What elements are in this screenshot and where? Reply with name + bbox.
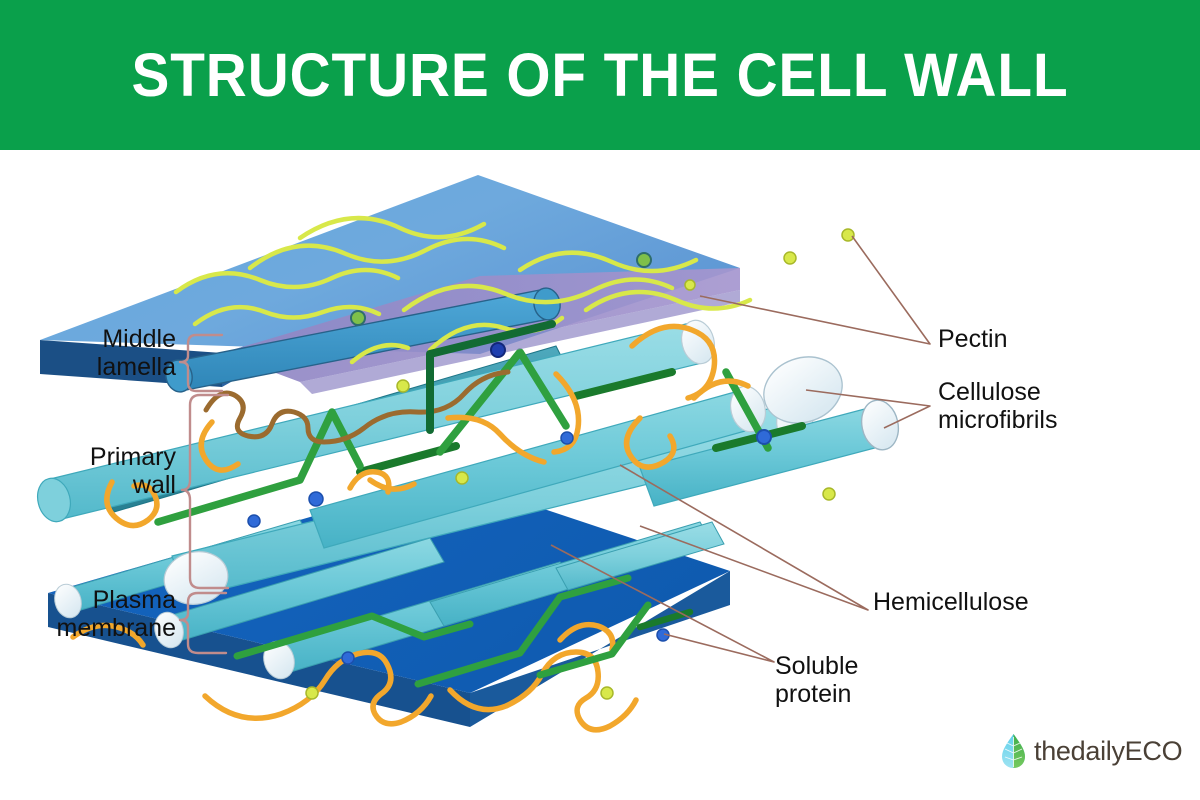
green-link-lamella xyxy=(426,320,556,434)
green-links-bottom xyxy=(233,574,652,688)
protein-dots-bottom xyxy=(305,487,836,700)
page-title: STRUCTURE OF THE CELL WALL xyxy=(131,41,1069,109)
label-soluble-protein: Soluble protein xyxy=(775,652,859,708)
brown-strand xyxy=(203,369,511,445)
leader-lines xyxy=(550,235,931,663)
leader-soluble-protein xyxy=(550,544,775,663)
pectin-strands xyxy=(173,215,753,365)
label-middle-lamella: Middle lamella xyxy=(96,325,176,381)
page-header: STRUCTURE OF THE CELL WALL xyxy=(0,0,1200,150)
dots-lamella xyxy=(350,228,855,393)
green-links-bottom-dark xyxy=(636,608,694,631)
leader-pectin xyxy=(699,235,931,345)
hemicellulose-strands-primary xyxy=(104,371,751,529)
label-hemicellulose: Hemicellulose xyxy=(873,588,1029,616)
label-pectin: Pectin xyxy=(938,325,1008,353)
protein-dots-primary xyxy=(247,429,772,528)
hemicellulose-strand-lamella xyxy=(198,323,718,473)
middle-lamella-cylinder xyxy=(165,287,561,393)
brand-logo-text: thedailyECO xyxy=(1034,735,1183,766)
left-braces xyxy=(178,333,230,655)
leaf-droplet-icon xyxy=(1002,734,1025,768)
label-cellulose-microfibrils: Cellulose microfibrils xyxy=(938,378,1058,434)
cell-wall-diagram xyxy=(36,175,931,733)
brace-primary-wall xyxy=(180,393,230,590)
leader-cellulose xyxy=(805,389,931,429)
label-primary-wall: Primary wall xyxy=(89,443,176,499)
layer-primary-wall xyxy=(36,319,900,605)
brace-plasma-membrane xyxy=(178,591,228,655)
layer-plasma-membrane xyxy=(48,477,836,733)
cellulose-microfibril-cap xyxy=(763,356,843,424)
hemicellulose-strands-bottom xyxy=(70,621,639,733)
brand-logo[interactable]: thedailyECO xyxy=(1000,733,1183,769)
label-plasma-membrane: Plasma membrane xyxy=(56,586,177,642)
brace-middle-lamella xyxy=(178,333,224,393)
leader-hemicellulose xyxy=(619,464,869,611)
layer-middle-lamella xyxy=(40,175,855,473)
